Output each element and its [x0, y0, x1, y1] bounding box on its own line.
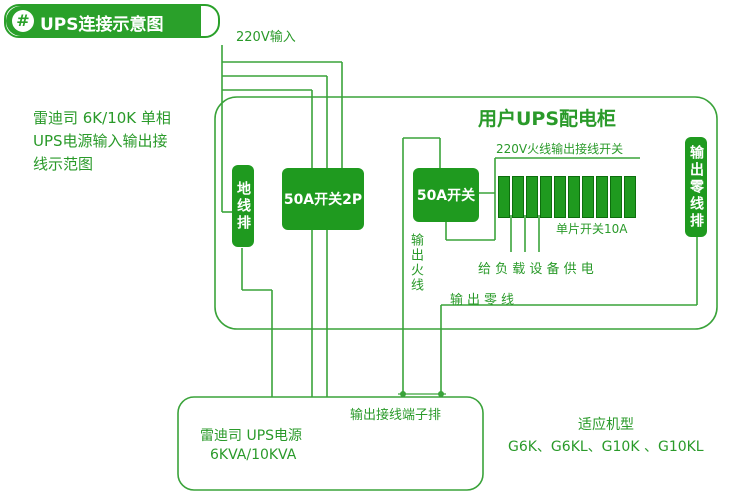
models-list: G6K、G6KL、G10K 、G10KL	[508, 439, 704, 455]
breaker-module	[582, 176, 594, 218]
header-tab: # UPS连接示意图	[4, 4, 220, 38]
header-bar	[6, 6, 201, 36]
breaker-module	[596, 176, 608, 218]
breaker-module	[498, 176, 510, 218]
switch-50a: 50A开关	[413, 168, 479, 222]
ups-name: 雷迪司 UPS电源	[200, 428, 303, 444]
breaker-module	[512, 176, 524, 218]
switch-2p: 50A开关2P	[282, 168, 364, 230]
input-label: 220V输入	[236, 30, 296, 45]
hash-icon: #	[12, 10, 34, 32]
ground-bar: 地线排	[232, 165, 254, 247]
neutral-bar: 输出零线排	[685, 137, 707, 237]
breaker-bank	[498, 176, 644, 218]
supply-label: 给 负 载 设 备 供 电	[478, 262, 594, 277]
breaker-module	[568, 176, 580, 218]
breaker-module	[540, 176, 552, 218]
breaker-module	[610, 176, 622, 218]
single-switch-label: 单片开关10A	[556, 222, 628, 236]
breaker-module	[526, 176, 538, 218]
output-neutral-label: 输出零线	[450, 293, 519, 308]
ups-rating: 6KVA/10KVA	[210, 447, 297, 463]
output-live-label: 输出火线	[408, 233, 423, 293]
cabinet-outline	[214, 96, 718, 330]
description-line-1: 雷迪司 6K/10K 单相	[33, 109, 171, 127]
cabinet-title: 用户UPS配电柜	[478, 108, 617, 130]
models-title: 适应机型	[578, 417, 634, 433]
breaker-module	[624, 176, 636, 218]
ups-outline	[177, 396, 484, 491]
diagram-title: UPS连接示意图	[40, 15, 164, 35]
breaker-module	[554, 176, 566, 218]
description-line-2: UPS电源输入输出接	[33, 132, 168, 150]
terminal-label: 输出接线端子排	[350, 408, 442, 423]
breaker-bank-label: 220V火线输出接线开关	[496, 142, 624, 156]
description-line-3: 线示范图	[33, 155, 94, 173]
